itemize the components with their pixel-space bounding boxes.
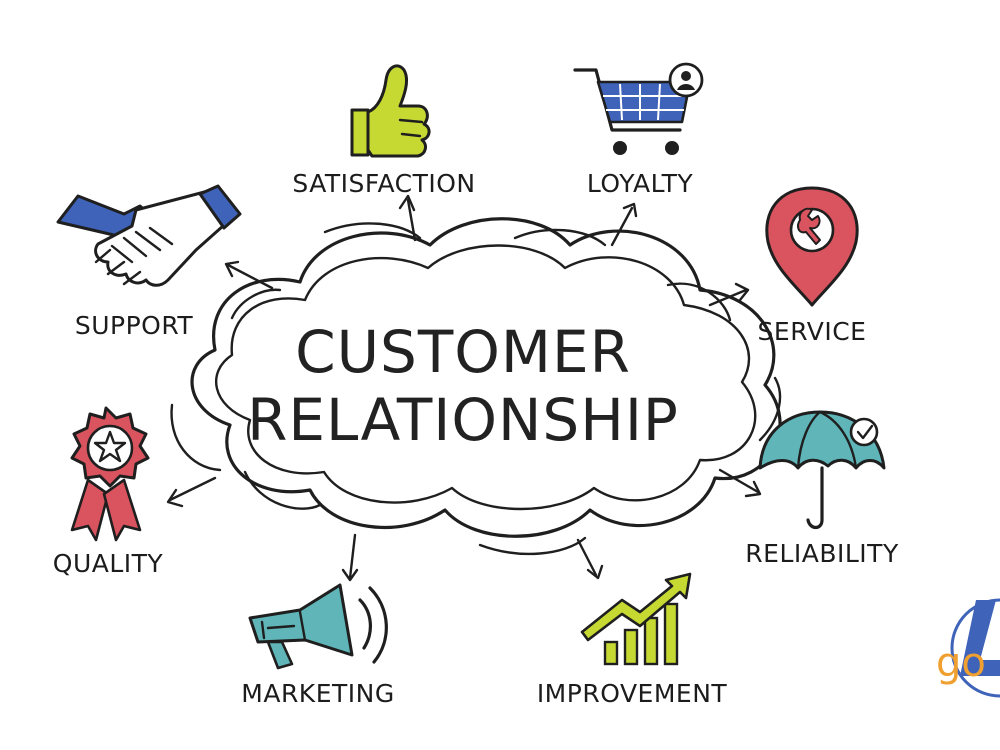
arrow-loyalty xyxy=(610,202,638,247)
label-loyalty: LOYALTY xyxy=(587,169,694,198)
node-loyalty: LOYALTY xyxy=(573,62,704,198)
label-reliability: RELIABILITY xyxy=(745,539,899,568)
arrow-satisfaction xyxy=(398,194,417,242)
arrow-marketing xyxy=(341,533,359,582)
handshake-icon xyxy=(56,184,242,287)
node-satisfaction: SATISFACTION xyxy=(292,64,475,198)
map-pin-wrench-icon xyxy=(765,186,859,307)
label-quality: QUALITY xyxy=(53,549,164,578)
umbrella-icon xyxy=(758,410,886,530)
megaphone-icon xyxy=(248,583,388,670)
label-improvement: IMPROVEMENT xyxy=(537,679,728,708)
center-cloud: CUSTOMER RELATIONSHIP xyxy=(170,217,782,556)
label-satisfaction: SATISFACTION xyxy=(292,169,475,198)
label-support: SUPPORT xyxy=(75,311,194,340)
go4-logo: go xyxy=(936,598,1000,698)
node-improvement: IMPROVEMENT xyxy=(537,572,728,708)
growth-chart-icon xyxy=(580,572,692,666)
label-marketing: MARKETING xyxy=(241,679,394,708)
center-title-line1: CUSTOMER xyxy=(295,318,631,386)
arrow-support xyxy=(224,260,274,290)
arrow-service xyxy=(708,282,750,307)
node-service: SERVICE xyxy=(758,186,867,346)
node-marketing: MARKETING xyxy=(241,583,394,708)
thumbs-up-icon xyxy=(350,64,431,158)
label-service: SERVICE xyxy=(758,317,867,346)
node-support: SUPPORT xyxy=(56,184,242,340)
arrow-quality xyxy=(166,476,217,508)
svg-text:go: go xyxy=(936,640,986,686)
connector-arrows xyxy=(166,194,762,582)
award-ribbon-icon xyxy=(70,406,150,542)
arrow-improvement xyxy=(576,538,604,580)
node-quality: QUALITY xyxy=(53,406,164,578)
shopping-cart-icon xyxy=(573,62,704,155)
node-reliability: RELIABILITY xyxy=(745,410,899,568)
arrow-reliability xyxy=(718,468,762,498)
center-title-line2: RELATIONSHIP xyxy=(247,386,679,454)
